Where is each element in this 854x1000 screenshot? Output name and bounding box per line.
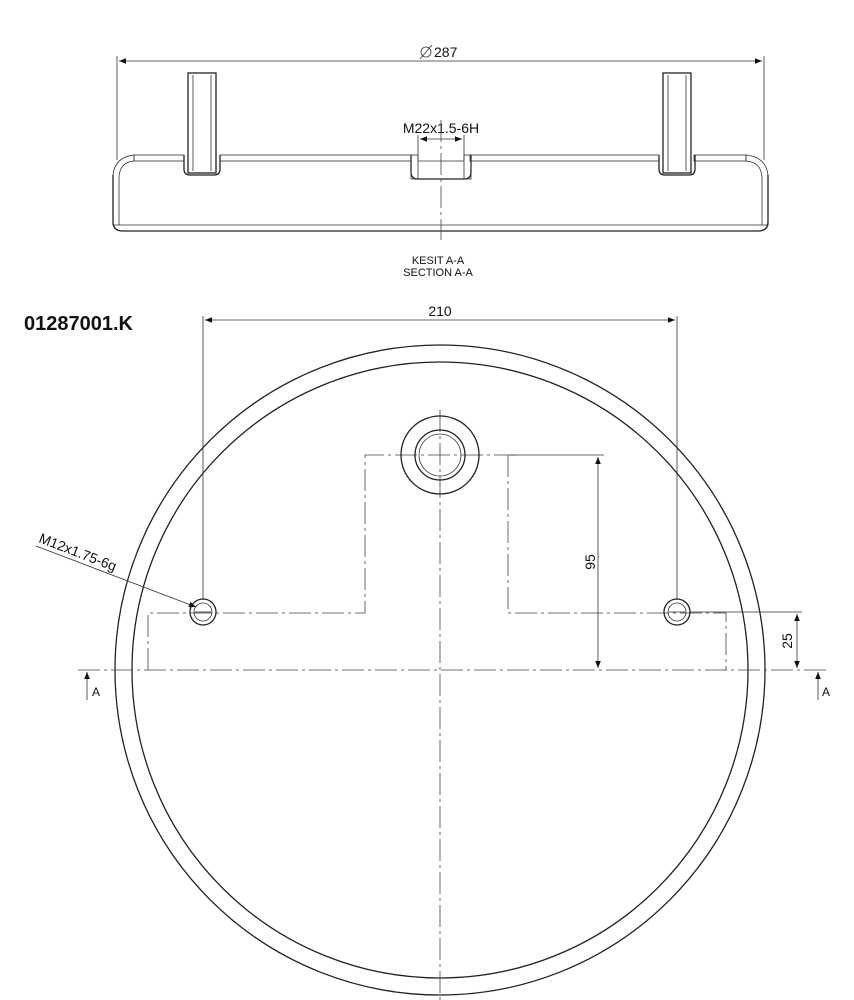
right-stud xyxy=(658,72,696,176)
bolt-thread-leader: M12x1.75-6g xyxy=(35,530,197,608)
diameter-dimension: 287 xyxy=(116,44,765,160)
section-marker-left: A xyxy=(84,672,100,700)
section-view: 287 xyxy=(112,44,769,279)
section-title-en: SECTION A-A xyxy=(403,267,473,279)
section-marker-left-label: A xyxy=(92,685,100,699)
right-bolt-hole xyxy=(663,598,691,626)
bolt-offset-dimension: 25 xyxy=(690,611,802,668)
section-marker-right-label: A xyxy=(822,685,830,699)
bolt-thread-label: M12x1.75-6g xyxy=(37,530,119,574)
plan-view: 210 95 25 M12x1.75-6g A A xyxy=(35,303,830,1000)
section-marker-right: A xyxy=(815,672,830,700)
bolt-spacing-dimension: 210 xyxy=(202,303,678,600)
plate-section xyxy=(112,154,769,232)
vertical-offset-dimension: 95 xyxy=(510,454,604,668)
vertical-offset-label: 95 xyxy=(582,554,598,570)
section-title-tr: KESIT A-A xyxy=(412,255,465,267)
center-boss xyxy=(400,415,480,495)
diameter-label: 287 xyxy=(434,44,458,60)
left-bolt-hole xyxy=(189,598,217,626)
left-stud xyxy=(183,72,221,176)
section-path-right xyxy=(507,455,727,670)
bolt-spacing-label: 210 xyxy=(428,303,452,319)
part-number: 01287001.K xyxy=(24,313,134,335)
bolt-offset-label: 25 xyxy=(779,633,795,649)
diameter-symbol-icon xyxy=(420,46,432,58)
